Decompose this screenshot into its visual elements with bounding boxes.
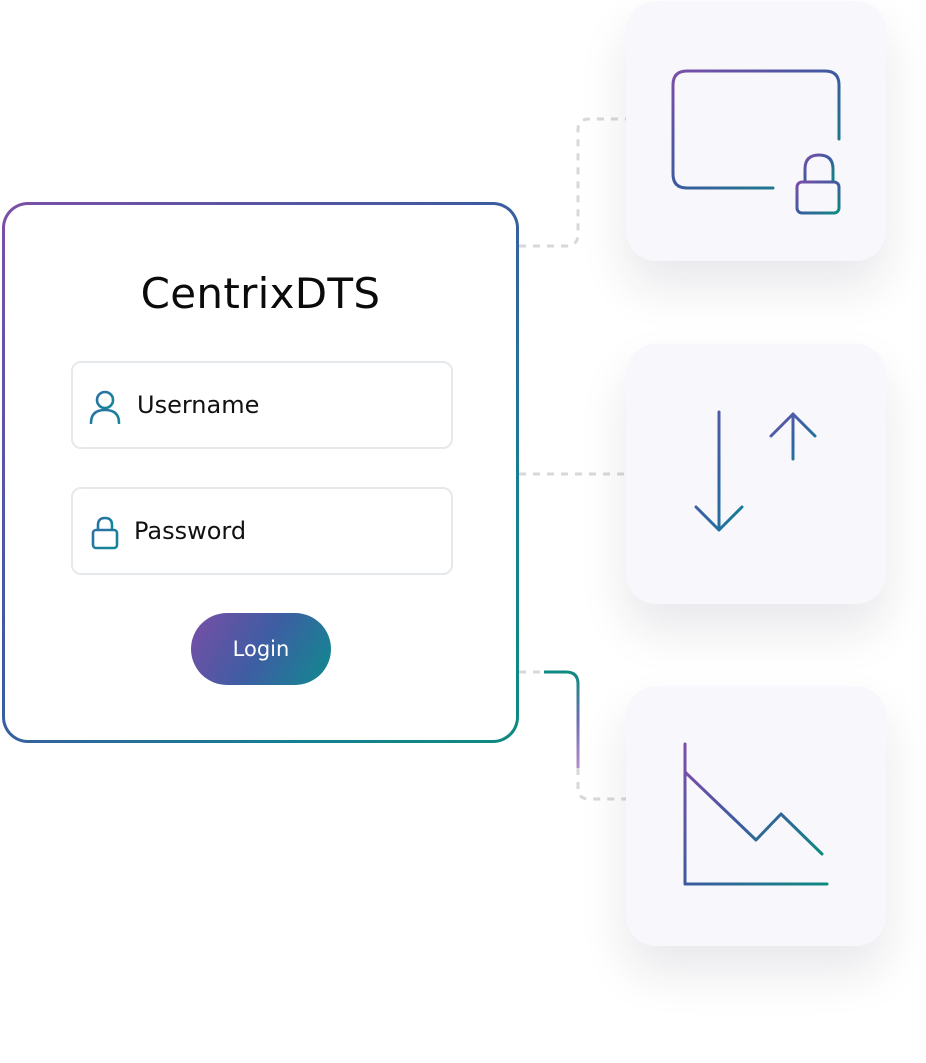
lock-icon (88, 516, 122, 550)
login-button[interactable]: Login (191, 613, 331, 685)
connector-card-3-dashed (519, 670, 626, 801)
user-icon (88, 390, 122, 425)
password-placeholder: Password (134, 517, 247, 545)
password-field[interactable]: Password (71, 487, 453, 575)
card-lock-icon (671, 69, 841, 215)
feature-card-transfer (626, 344, 886, 604)
username-placeholder: Username (137, 391, 260, 419)
connector-card-1 (519, 117, 626, 248)
brand-title: CentrixDTS (140, 269, 381, 318)
transfer-arrows-icon (694, 410, 817, 532)
feature-card-security (626, 1, 886, 261)
connector-card-3-solid (544, 670, 580, 768)
declining-chart-icon (683, 742, 829, 886)
login-card-body: CentrixDTS Username (5, 205, 516, 740)
login-card: CentrixDTS Username (2, 202, 519, 743)
feature-card-analytics (626, 686, 886, 946)
username-field[interactable]: Username (71, 361, 453, 449)
